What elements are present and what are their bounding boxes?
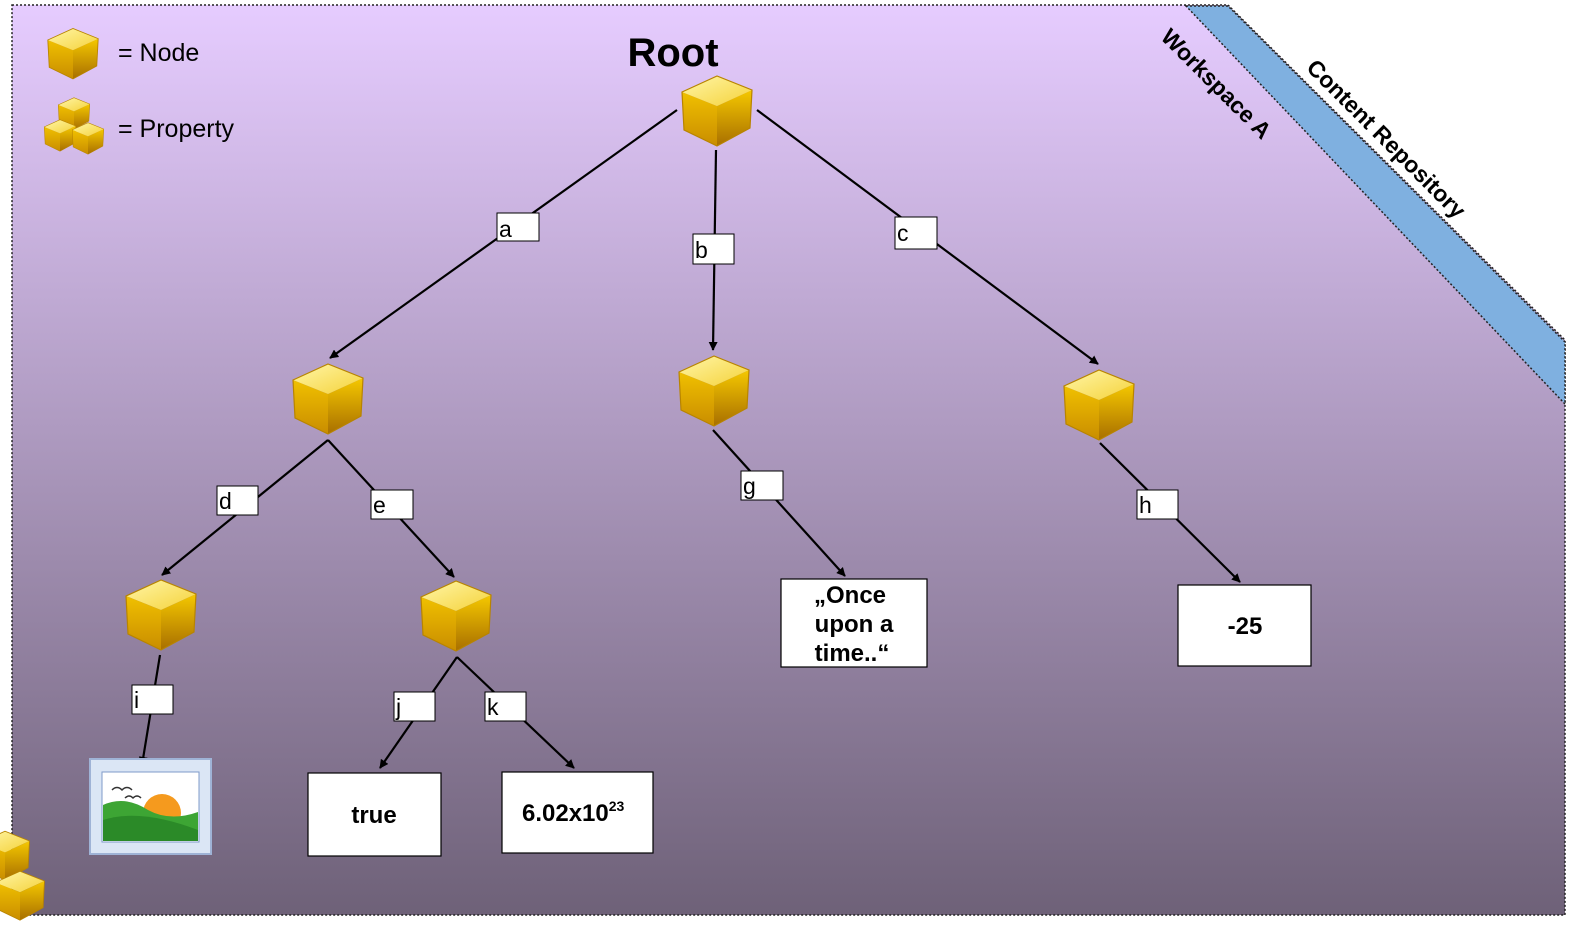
svg-text:6.02x1023: 6.02x1023 [522,798,625,827]
edge-label-e: e [370,489,414,520]
svg-text:b: b [695,237,708,263]
value-box-k: 6.02x1023 [501,771,654,854]
value-box-g: „Once upon a time..“ [780,578,928,668]
svg-text:k: k [487,694,499,720]
edge-g-line [712,429,846,577]
edge-label-k: k [484,691,527,722]
edge-label-d: d [216,485,259,516]
svg-text:upon a: upon a [815,611,894,638]
svg-text:h: h [1139,492,1152,518]
svg-text:j: j [395,694,401,720]
svg-text:true: true [351,802,396,829]
svg-text:e: e [373,492,386,518]
value-box-h: -25 [1177,584,1312,667]
legend-property-label: = Property [118,115,235,143]
workspace-panel [11,4,1566,916]
edge-label-h: h [1136,489,1179,520]
edge-label-a: a [496,212,540,242]
svg-text:c: c [897,220,909,246]
svg-text:g: g [743,473,756,499]
svg-text:-25: -25 [1228,613,1263,640]
svg-text:time..“: time..“ [815,640,890,667]
repository-banner [1184,5,1566,406]
legend-node-label: = Node [118,39,199,67]
svg-text:„Once: „Once [814,582,886,609]
edge-label-g: g [740,470,784,501]
svg-text:i: i [134,687,139,713]
edge-label-c: c [894,216,938,250]
edge-label-i: i [131,684,174,715]
legend: = Node = Property [43,28,235,155]
edge-label-b: b [692,233,735,265]
landscape-image-icon [89,758,212,855]
svg-text:a: a [499,216,512,242]
root-title: Root [627,31,718,75]
edge-label-j: j [393,691,436,722]
svg-text:d: d [219,488,232,514]
value-box-j: true [307,772,442,857]
